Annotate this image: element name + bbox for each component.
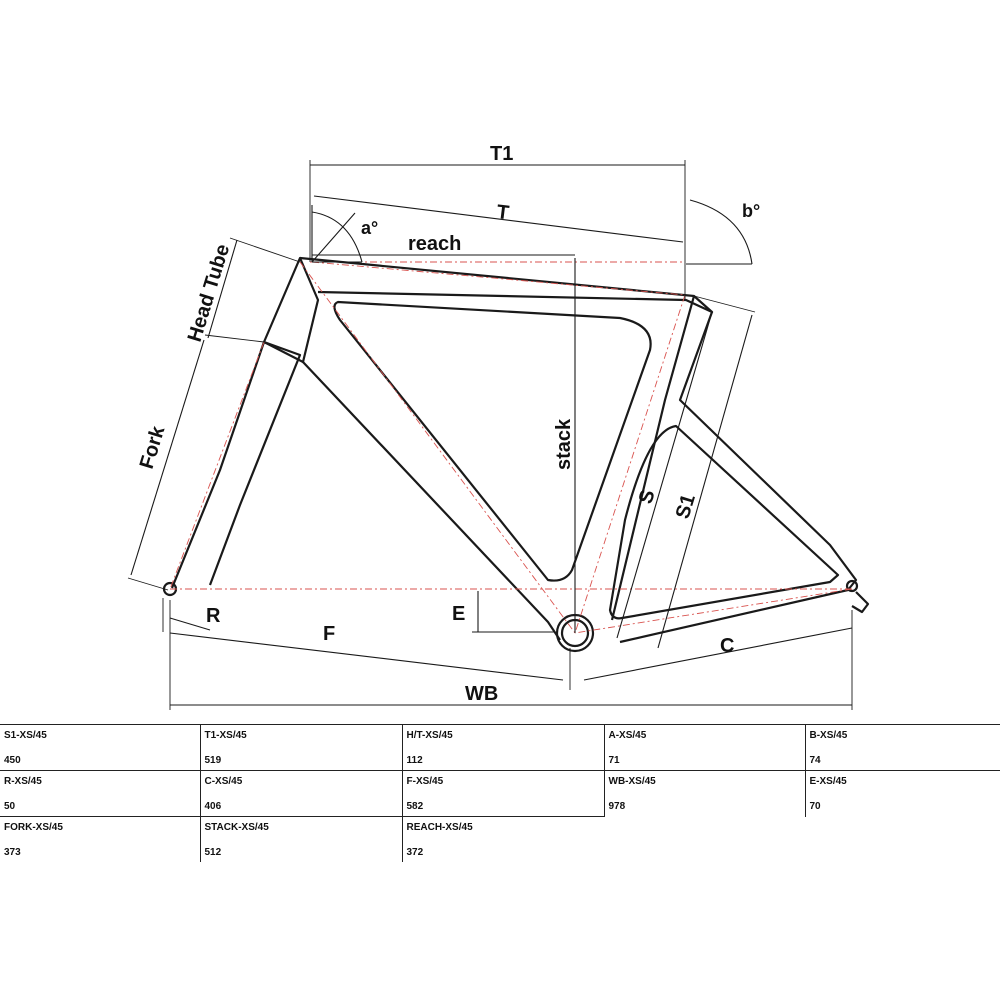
table-cell: H/T-XS/45 112 bbox=[401, 724, 604, 771]
cell-value: 50 bbox=[4, 801, 16, 812]
cell-label: F-XS/45 bbox=[406, 776, 444, 787]
table-cell: STACK-XS/45 512 bbox=[199, 816, 402, 862]
label-S1: S1 bbox=[672, 492, 700, 522]
table-cell: FORK-XS/45 373 bbox=[0, 816, 200, 862]
table-row: S1-XS/45 450 T1-XS/45 519 H/T-XS/45 112 A-XS/4… bbox=[0, 724, 1000, 771]
label-R: R bbox=[206, 605, 221, 627]
cell-value: 512 bbox=[204, 847, 222, 858]
bike-frame-outline bbox=[162, 256, 870, 653]
dimension-lines bbox=[127, 160, 853, 710]
cell-label: H/T-XS/45 bbox=[406, 730, 453, 741]
cell-label: B-XS/45 bbox=[809, 730, 848, 741]
label-head-tube: Head Tube bbox=[184, 242, 234, 345]
frame-geometry-diagram: T1 T reach a° b° Head Tube Fork stack S … bbox=[127, 143, 870, 710]
label-WB: WB bbox=[465, 683, 498, 705]
cell-value: 978 bbox=[608, 801, 626, 812]
table-cell: S1-XS/45 450 bbox=[0, 724, 200, 771]
cell-value: 450 bbox=[4, 755, 21, 766]
cell-label: FORK-XS/45 bbox=[4, 822, 63, 833]
cell-value: 519 bbox=[204, 755, 222, 766]
table-row: R-XS/45 50 C-XS/45 406 F-XS/45 582 WB-XS/45 978… bbox=[0, 770, 1000, 817]
table-cell: A-XS/45 71 bbox=[603, 724, 805, 771]
label-fork: Fork bbox=[136, 423, 170, 472]
cell-label: S1-XS/45 bbox=[4, 730, 47, 741]
label-stack: stack bbox=[553, 418, 575, 470]
table-cell-empty bbox=[805, 817, 1000, 863]
table-cell: R-XS/45 50 bbox=[0, 770, 200, 817]
label-C: C bbox=[720, 635, 734, 657]
cell-label: STACK-XS/45 bbox=[204, 822, 269, 833]
label-S: S bbox=[635, 487, 660, 506]
cell-label: R-XS/45 bbox=[4, 776, 42, 787]
table-row: FORK-XS/45 373 STACK-XS/45 512 REACH-XS/45 37… bbox=[0, 816, 1000, 863]
table-cell: F-XS/45 582 bbox=[401, 770, 604, 817]
cell-value: 582 bbox=[406, 801, 424, 812]
label-T: T bbox=[495, 201, 510, 224]
cell-value: 112 bbox=[406, 755, 423, 766]
cell-value: 71 bbox=[608, 755, 620, 766]
label-a-angle: a° bbox=[361, 218, 378, 238]
dimension-labels: T1 T reach a° b° Head Tube Fork stack S … bbox=[136, 143, 760, 705]
label-b-angle: b° bbox=[742, 201, 760, 221]
cell-label: T1-XS/45 bbox=[204, 730, 247, 741]
cell-value: 406 bbox=[204, 801, 222, 812]
table-cell: WB-XS/45 978 bbox=[603, 770, 805, 817]
label-E: E bbox=[452, 603, 465, 625]
table-cell: C-XS/45 406 bbox=[199, 770, 402, 817]
cell-label: C-XS/45 bbox=[204, 776, 243, 787]
cell-label: E-XS/45 bbox=[809, 776, 847, 787]
table-cell: E-XS/45 70 bbox=[804, 770, 1000, 817]
cell-value: 74 bbox=[809, 755, 821, 766]
table-cell: T1-XS/45 519 bbox=[199, 724, 402, 771]
geometry-table: S1-XS/45 450 T1-XS/45 519 H/T-XS/45 112 A-XS/4… bbox=[0, 724, 1000, 862]
cell-label: WB-XS/45 bbox=[608, 776, 656, 787]
centerlines bbox=[169, 261, 853, 634]
label-reach: reach bbox=[408, 233, 461, 255]
cell-value: 372 bbox=[406, 847, 424, 858]
table-cell: REACH-XS/45 372 bbox=[401, 816, 604, 862]
table-cell: B-XS/45 74 bbox=[804, 724, 1000, 771]
cell-value: 70 bbox=[809, 801, 821, 812]
cell-label: A-XS/45 bbox=[608, 730, 647, 741]
table-cell-empty bbox=[604, 817, 805, 863]
cell-value: 373 bbox=[4, 847, 21, 858]
label-T1: T1 bbox=[490, 143, 513, 165]
cell-label: REACH-XS/45 bbox=[406, 822, 473, 833]
label-F: F bbox=[323, 623, 335, 645]
